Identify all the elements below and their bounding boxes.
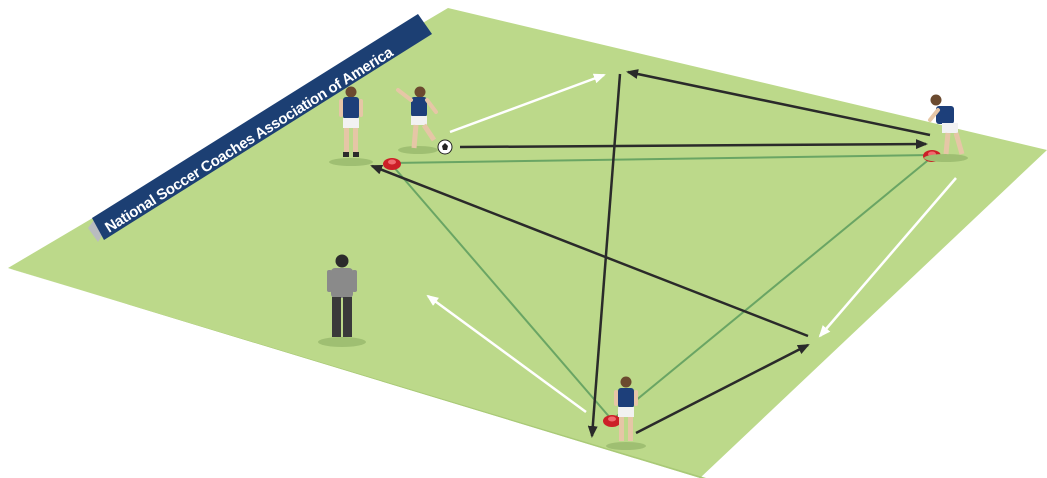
- banner-board: [92, 14, 432, 240]
- run-arrow-left: [426, 294, 587, 414]
- player-icon: [924, 94, 968, 162]
- pass-arrow-top-to-bottom: [587, 73, 622, 438]
- pass-arrow-ball-to-right: [459, 139, 928, 150]
- player-icon: [606, 376, 646, 450]
- player-icon: [396, 86, 438, 154]
- cone-line-top: [391, 154, 933, 164]
- run-arrow-right: [818, 177, 957, 338]
- run-arrow-top: [449, 73, 606, 134]
- cones: [383, 150, 941, 427]
- run-arrows: [426, 73, 957, 414]
- pass-arrow-mid-to-left: [370, 164, 809, 338]
- cone-icon: [603, 415, 621, 427]
- cone-lines: [391, 154, 933, 421]
- pass-arrow-bottom-to-mid: [635, 343, 810, 435]
- pass-arrows: [370, 69, 931, 438]
- soccer-ball-icon: [437, 139, 453, 155]
- cone-line-right: [611, 156, 933, 421]
- banner-base: [88, 220, 104, 242]
- player-icon: [329, 86, 373, 166]
- cone-icon: [383, 158, 401, 170]
- field: [8, 8, 1047, 478]
- cone-line-left: [391, 164, 613, 421]
- coach-icon: [318, 254, 366, 347]
- pass-arrow-right-to-top: [626, 69, 931, 137]
